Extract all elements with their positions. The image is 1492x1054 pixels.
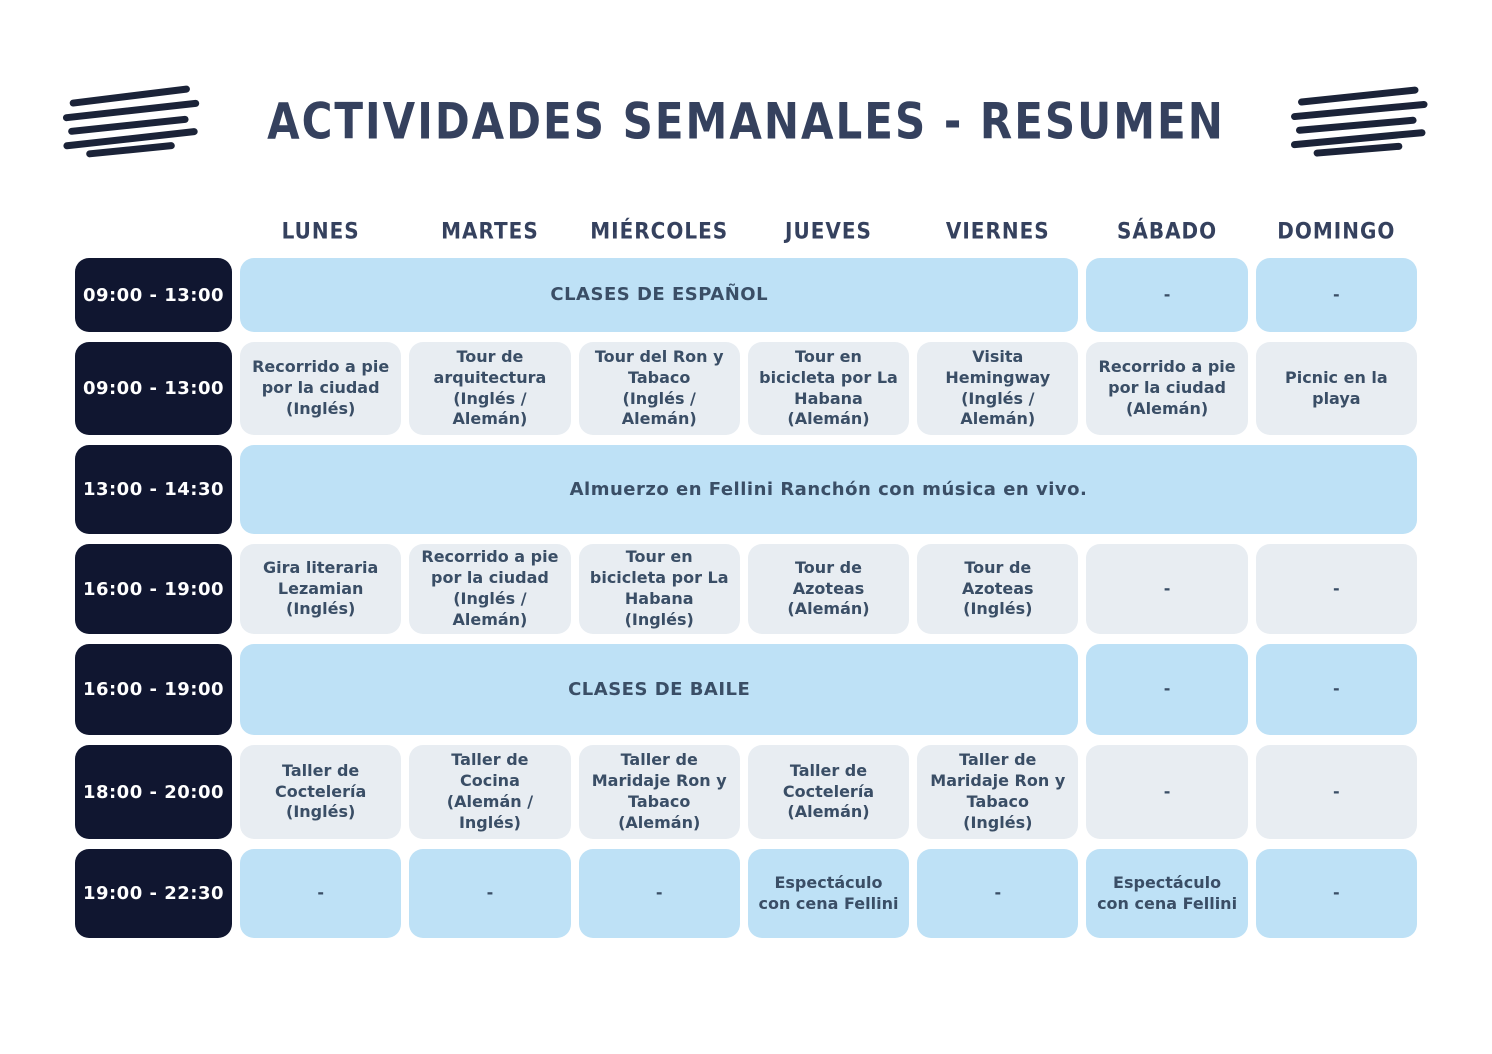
activity-language: (Inglés)	[963, 812, 1033, 832]
activity-cell: Taller de Maridaje Ron y Tabaco (Alemán)	[578, 745, 740, 839]
activity-label: -	[1163, 578, 1171, 598]
activity-cell: -	[578, 849, 740, 938]
activity-language: (Alemán / Inglés)	[446, 792, 534, 832]
activity-cell: Tour del Ron y Tabaco (Inglés / Alemán)	[578, 342, 740, 435]
activity-cell: Tour en bicicleta por La Habana (Alemán)	[747, 342, 910, 435]
activity-language: (Inglés / Alemán)	[452, 589, 528, 629]
activity-label: Picnic en la playa	[1284, 367, 1388, 408]
merged-activity-cell: CLASES DE BAILE	[240, 644, 1079, 735]
activity-label: Tour de Azoteas	[792, 557, 865, 598]
activity-label: -	[1163, 781, 1171, 801]
merged-activity-cell: Almuerzo en Fellini Ranchón con música e…	[240, 445, 1417, 534]
activity-cell: -	[917, 849, 1079, 938]
activity-cell: Tour de Azoteas (Inglés)	[917, 544, 1079, 634]
grid-corner-spacer	[75, 214, 232, 248]
day-header-miercoles: MIÉRCOLES	[590, 217, 729, 245]
activity-cell: Espectáculo con cena Fellini	[747, 849, 910, 938]
activity-label: Espectáculo con cena Fellini	[758, 872, 899, 913]
activity-label: Taller de Coctelería	[782, 760, 875, 801]
activity-label: -	[994, 883, 1002, 903]
time-slot: 19:00 - 22:30	[75, 849, 232, 938]
activity-label: Taller de Maridaje Ron y Tabaco	[591, 750, 727, 811]
day-header-domingo: DOMINGO	[1277, 217, 1396, 245]
activity-language: (Alemán)	[787, 409, 870, 429]
activity-label: Visita Hemingway	[945, 346, 1051, 387]
activity-label: Recorrido a pie por la ciudad	[252, 357, 390, 398]
activity-cell: -	[1255, 544, 1417, 634]
time-slot: 09:00 - 13:00	[75, 258, 232, 332]
activity-cell: Taller de Coctelería (Inglés)	[240, 745, 402, 839]
activity-language: (Inglés)	[963, 599, 1033, 619]
activity-label: Gira literaria Lezamian	[263, 557, 379, 598]
activity-label: -	[655, 883, 663, 903]
activity-language: (Inglés / Alemán)	[960, 388, 1036, 429]
time-slot: 16:00 - 19:00	[75, 644, 232, 735]
activity-cell: -	[1255, 745, 1417, 839]
activity-cell: Tour de arquitectura (Inglés / Alemán)	[409, 342, 571, 435]
activity-label: -	[1333, 578, 1340, 598]
activity-cell: -	[1086, 544, 1248, 634]
activity-cell: Taller de Coctelería (Alemán)	[747, 745, 910, 839]
activity-cell: -	[409, 849, 571, 938]
activity-cell: Recorrido a pie por la ciudad (Inglés / …	[409, 544, 571, 634]
page-title: ACTIVIDADES SEMANALES - RESUMEN	[267, 92, 1225, 150]
scribble-decoration-right	[1290, 86, 1428, 157]
day-header-jueves: JUEVES	[785, 217, 872, 245]
activity-language: (Alemán)	[787, 802, 870, 822]
activity-cell: Taller de Cocina (Alemán / Inglés)	[409, 745, 571, 839]
time-slot: 13:00 - 14:30	[75, 445, 232, 534]
activity-cell: -	[240, 849, 402, 938]
activity-label: Taller de Maridaje Ron y Tabaco	[930, 750, 1066, 811]
activity-label: Tour de Azoteas	[962, 557, 1034, 598]
day-header-martes: MARTES	[441, 217, 539, 245]
activity-label: Taller de Coctelería	[275, 760, 367, 801]
activity-language: (Inglés)	[286, 802, 356, 822]
time-slot: 18:00 - 20:00	[75, 745, 232, 839]
time-slot: 16:00 - 19:00	[75, 544, 232, 634]
activity-label: Taller de Cocina	[451, 750, 529, 791]
activity-cell: -	[1086, 745, 1248, 839]
activity-cell: Tour en bicicleta por La Habana (Inglés)	[578, 544, 740, 634]
day-header-sabado: SÁBADO	[1116, 217, 1218, 245]
activity-label: Espectáculo con cena Fellini	[1097, 872, 1238, 913]
scribble-decoration-left	[63, 85, 200, 158]
activity-language: (Inglés)	[624, 609, 694, 629]
activity-cell: -	[1255, 849, 1417, 938]
activity-label: Tour en bicicleta por La Habana	[759, 346, 898, 408]
merged-activity-cell: CLASES DE ESPAÑOL	[240, 258, 1079, 332]
activity-label: Recorrido a pie por la ciudad	[421, 547, 559, 588]
activity-cell: Visita Hemingway (Inglés / Alemán)	[917, 342, 1079, 435]
activity-cell: -	[1255, 644, 1417, 735]
activity-label: Tour del Ron y Tabaco	[594, 346, 724, 387]
activity-language: (Alemán)	[618, 812, 701, 832]
time-slot: 09:00 - 13:00	[75, 342, 232, 435]
activity-cell: Taller de Maridaje Ron y Tabaco (Inglés)	[917, 745, 1079, 839]
activity-cell: -	[1255, 258, 1417, 332]
activity-language: (Alemán)	[787, 599, 870, 619]
activity-label: Tour de arquitectura	[433, 346, 547, 387]
day-header-viernes: VIERNES	[945, 217, 1050, 245]
activity-label: -	[1333, 883, 1340, 903]
activity-cell: -	[1086, 258, 1248, 332]
activity-label: -	[486, 883, 494, 903]
poster-header: ACTIVIDADES SEMANALES - RESUMEN	[0, 84, 1492, 158]
activity-language: (Inglés / Alemán)	[621, 388, 697, 429]
activity-label: Recorrido a pie por la ciudad	[1098, 357, 1236, 398]
activity-cell: Recorrido a pie por la ciudad (Alemán)	[1086, 342, 1248, 435]
schedule-grid: LUNES MARTES MIÉRCOLES JUEVES VIERNES SÁ…	[75, 214, 1417, 938]
activity-cell: Tour de Azoteas (Alemán)	[747, 544, 910, 634]
activity-language: (Alemán)	[1125, 398, 1209, 418]
activity-label: Tour en bicicleta por La Habana	[589, 547, 729, 608]
activity-cell: Gira literaria Lezamian (Inglés)	[240, 544, 402, 634]
activity-language: (Inglés / Alemán)	[452, 388, 528, 429]
activity-label: -	[1333, 781, 1340, 801]
activity-cell: Picnic en la playa	[1255, 342, 1417, 435]
activity-cell: Espectáculo con cena Fellini	[1086, 849, 1248, 938]
activity-cell: Recorrido a pie por la ciudad (Inglés)	[240, 342, 402, 435]
activity-cell: -	[1086, 644, 1248, 735]
day-header-lunes: LUNES	[281, 217, 360, 245]
activity-language: (Inglés)	[286, 398, 356, 418]
activity-label: -	[317, 883, 324, 903]
activity-language: (Inglés)	[286, 599, 356, 619]
